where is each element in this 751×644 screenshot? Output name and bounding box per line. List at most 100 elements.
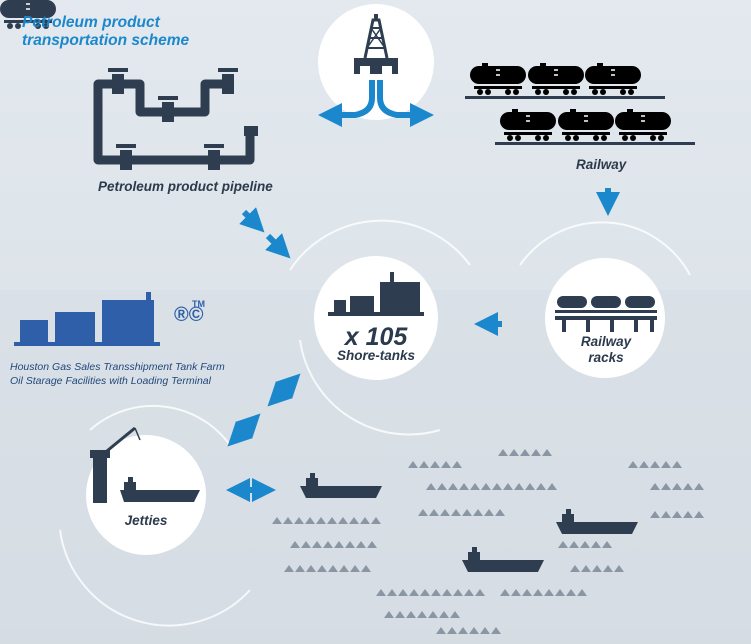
wave-mark <box>371 517 381 524</box>
wave-mark <box>437 483 447 490</box>
wave-mark <box>387 589 397 596</box>
wave-mark <box>428 611 438 618</box>
wave-mark <box>683 511 693 518</box>
wave-mark <box>398 589 408 596</box>
wave-mark <box>452 461 462 468</box>
wave-mark <box>447 627 457 634</box>
railway-label: Railway <box>576 157 627 172</box>
wave-mark <box>694 511 704 518</box>
wave-mark <box>334 541 344 548</box>
wave-mark <box>361 565 371 572</box>
crane-icon <box>90 426 141 503</box>
wave-mark <box>316 517 326 524</box>
wave-mark <box>503 483 513 490</box>
wave-mark <box>614 565 624 572</box>
pipeline-valves <box>108 68 258 170</box>
wave-mark <box>417 611 427 618</box>
wave-mark <box>283 517 293 524</box>
wave-mark <box>317 565 327 572</box>
wave-mark <box>408 461 418 468</box>
wave-mark <box>339 565 349 572</box>
arrow-icon <box>226 188 620 502</box>
wave-mark <box>514 483 524 490</box>
wave-mark <box>542 449 552 456</box>
wave-mark <box>602 541 612 548</box>
wave-mark <box>480 627 490 634</box>
wave-mark <box>395 611 405 618</box>
wave-mark <box>327 517 337 524</box>
wave-mark <box>511 589 521 596</box>
wave-mark <box>429 509 439 516</box>
storage-tanks-icon <box>328 272 424 316</box>
trademark-marks: ®© <box>174 304 204 326</box>
wave-mark <box>441 461 451 468</box>
wave-mark <box>694 483 704 490</box>
wave-mark <box>323 541 333 548</box>
railway-racks-label: Railway racks <box>580 334 632 365</box>
wave-mark <box>475 589 485 596</box>
wave-mark <box>426 483 436 490</box>
wave-mark <box>349 517 359 524</box>
wave-mark <box>484 509 494 516</box>
wave-mark <box>284 565 294 572</box>
wave-mark <box>360 517 370 524</box>
wave-mark <box>570 565 580 572</box>
wave-mark <box>272 517 282 524</box>
wave-mark <box>492 483 502 490</box>
wave-mark <box>672 511 682 518</box>
company-tanks-icon <box>14 292 160 346</box>
wave-mark <box>350 565 360 572</box>
railway-rack-icon <box>555 296 657 332</box>
wave-mark <box>367 541 377 548</box>
wave-mark <box>628 461 638 468</box>
wave-mark <box>312 541 322 548</box>
wave-mark <box>458 627 468 634</box>
wave-mark <box>525 483 535 490</box>
wave-mark <box>453 589 463 596</box>
wave-mark <box>469 627 479 634</box>
wave-mark <box>450 611 460 618</box>
company-name-line2: Oil Starage Facilities with Loading Term… <box>10 375 211 387</box>
wave-mark <box>406 611 416 618</box>
pipeline-label: Petroleum product pipeline <box>98 179 273 194</box>
wave-mark <box>294 517 304 524</box>
wave-mark <box>520 449 530 456</box>
orbit-lines <box>59 219 691 627</box>
wave-mark <box>555 589 565 596</box>
wave-mark <box>569 541 579 548</box>
wave-mark <box>661 483 671 490</box>
wave-mark <box>470 483 480 490</box>
wave-mark <box>672 483 682 490</box>
wave-mark <box>500 589 510 596</box>
wave-mark <box>464 589 474 596</box>
wave-mark <box>661 511 671 518</box>
wave-mark <box>591 541 601 548</box>
wave-mark <box>473 509 483 516</box>
wave-mark <box>419 461 429 468</box>
wave-mark <box>338 517 348 524</box>
wave-mark <box>491 627 501 634</box>
wave-mark <box>418 509 428 516</box>
wave-mark <box>495 509 505 516</box>
wave-mark <box>448 483 458 490</box>
wave-mark <box>566 589 576 596</box>
train-icon <box>0 0 56 29</box>
wave-mark <box>436 627 446 634</box>
wave-mark <box>498 449 508 456</box>
wave-mark <box>581 565 591 572</box>
tm-mark: TM <box>192 299 205 309</box>
wave-mark <box>459 483 469 490</box>
tanker-ship-icon <box>120 477 200 502</box>
page-title: Petroleum product transportation scheme <box>22 14 190 49</box>
wave-mark <box>650 461 660 468</box>
wave-mark <box>481 483 491 490</box>
wave-mark <box>650 483 660 490</box>
wave-mark <box>580 541 590 548</box>
wave-mark <box>533 589 543 596</box>
oil-rig-icon <box>354 14 398 76</box>
wave-mark <box>356 541 366 548</box>
wave-mark <box>577 589 587 596</box>
wave-mark <box>522 589 532 596</box>
wave-mark <box>672 461 682 468</box>
